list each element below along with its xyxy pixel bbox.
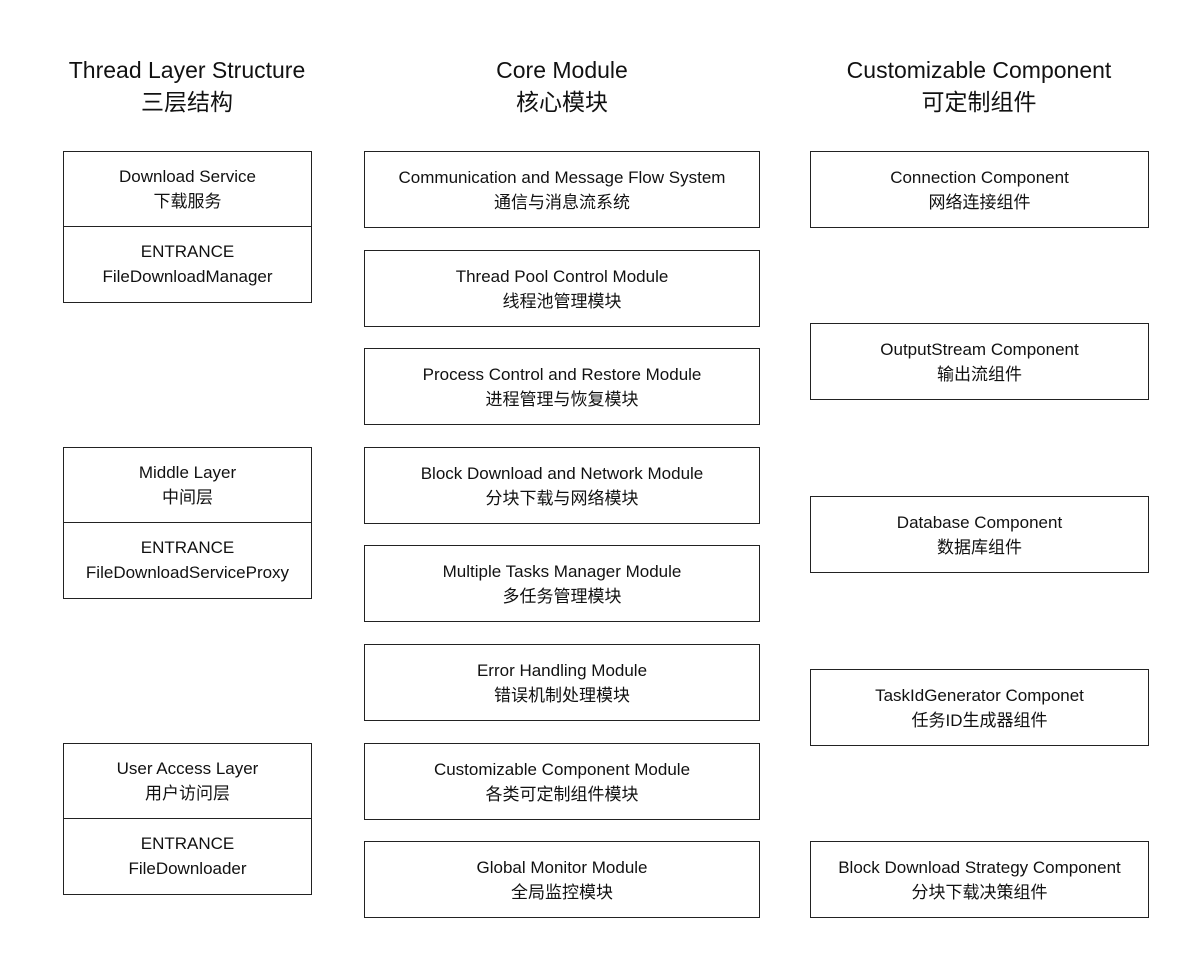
module-name-zh: 线程池管理模块: [502, 291, 622, 311]
core-module-title-en: Core Module: [496, 57, 628, 83]
entrance-cell: ENTRANCE FileDownloader: [64, 818, 311, 893]
module-name-en: Thread Pool Control Module: [455, 266, 669, 286]
component-box: TaskIdGenerator Componet 任务ID生成器组件: [810, 669, 1149, 746]
layer-name-cell: Download Service 下载服务: [64, 152, 311, 226]
layer-name-zh: 下载服务: [153, 192, 222, 211]
core-module-box: Global Monitor Module 全局监控模块: [364, 841, 760, 918]
module-cell: Block Download and Network Module 分块下载与网…: [365, 448, 759, 523]
thread-layer-header: Thread Layer Structure 三层结构: [42, 54, 332, 118]
module-name-zh: 全局监控模块: [511, 882, 613, 902]
core-module-box: Block Download and Network Module 分块下载与网…: [364, 447, 760, 524]
module-name-zh: 多任务管理模块: [502, 586, 622, 606]
module-name-en: Process Control and Restore Module: [422, 364, 702, 384]
core-module-box: Multiple Tasks Manager Module 多任务管理模块: [364, 545, 760, 622]
component-name-en: Database Component: [896, 512, 1063, 532]
layer-name-zh: 用户访问层: [145, 784, 230, 803]
module-cell: Multiple Tasks Manager Module 多任务管理模块: [365, 546, 759, 621]
module-name-zh: 错误机制处理模块: [494, 685, 630, 705]
entrance-cell: ENTRANCE FileDownloadServiceProxy: [64, 522, 311, 597]
core-module-box: Error Handling Module 错误机制处理模块: [364, 644, 760, 721]
entrance-label: ENTRANCE: [140, 538, 235, 557]
module-name-en: Error Handling Module: [476, 660, 648, 680]
component-cell: OutputStream Component 输出流组件: [811, 324, 1148, 399]
module-name-zh: 进程管理与恢复模块: [485, 389, 639, 409]
module-cell: Communication and Message Flow System 通信…: [365, 152, 759, 227]
layer-name-cell: Middle Layer 中间层: [64, 448, 311, 522]
core-module-title-zh: 核心模块: [516, 89, 608, 115]
component-name-en: TaskIdGenerator Componet: [875, 685, 1084, 705]
layer-name-en: Download Service: [118, 167, 256, 186]
middle-layer-box: Middle Layer 中间层 ENTRANCE FileDownloadSe…: [63, 447, 312, 599]
layer-name-cell: User Access Layer 用户访问层: [64, 744, 311, 818]
customizable-title-en: Customizable Component: [846, 57, 1112, 83]
core-module-header: Core Module 核心模块: [412, 54, 712, 118]
module-cell: Process Control and Restore Module 进程管理与…: [365, 349, 759, 424]
component-box: Database Component 数据库组件: [810, 496, 1149, 573]
module-name-zh: 各类可定制组件模块: [485, 784, 639, 804]
component-cell: TaskIdGenerator Componet 任务ID生成器组件: [811, 670, 1148, 745]
entrance-class: FileDownloader: [128, 859, 247, 878]
thread-layer-title-en: Thread Layer Structure: [68, 57, 306, 83]
entrance-class: FileDownloadManager: [102, 267, 273, 286]
download-service-box: Download Service 下载服务 ENTRANCE FileDownl…: [63, 151, 312, 303]
component-name-zh: 任务ID生成器组件: [911, 710, 1048, 730]
entrance-cell: ENTRANCE FileDownloadManager: [64, 226, 311, 301]
component-box: Connection Component 网络连接组件: [810, 151, 1149, 228]
core-module-box: Process Control and Restore Module 进程管理与…: [364, 348, 760, 425]
component-name-en: Block Download Strategy Component: [838, 857, 1121, 877]
layer-name-zh: 中间层: [162, 488, 213, 507]
component-name-en: Connection Component: [890, 167, 1069, 187]
component-name-zh: 网络连接组件: [928, 192, 1031, 212]
customizable-header: Customizable Component 可定制组件: [810, 54, 1148, 118]
core-module-box: Customizable Component Module 各类可定制组件模块: [364, 743, 760, 820]
core-module-box: Communication and Message Flow System 通信…: [364, 151, 760, 228]
entrance-label: ENTRANCE: [140, 242, 235, 261]
module-name-en: Multiple Tasks Manager Module: [442, 561, 682, 581]
component-box: OutputStream Component 输出流组件: [810, 323, 1149, 400]
component-name-zh: 分块下载决策组件: [911, 882, 1048, 902]
layer-name-en: User Access Layer: [116, 759, 259, 778]
customizable-title-zh: 可定制组件: [921, 89, 1037, 115]
entrance-label: ENTRANCE: [140, 834, 235, 853]
module-cell: Thread Pool Control Module 线程池管理模块: [365, 251, 759, 326]
layer-name-en: Middle Layer: [138, 463, 237, 482]
module-cell: Customizable Component Module 各类可定制组件模块: [365, 744, 759, 819]
component-name-zh: 数据库组件: [937, 537, 1022, 557]
component-name-en: OutputStream Component: [880, 339, 1079, 359]
component-box: Block Download Strategy Component 分块下载决策…: [810, 841, 1149, 918]
module-name-en: Block Download and Network Module: [420, 463, 704, 483]
module-name-en: Communication and Message Flow System: [398, 167, 726, 187]
component-cell: Block Download Strategy Component 分块下载决策…: [811, 842, 1148, 917]
module-name-zh: 分块下载与网络模块: [485, 488, 639, 508]
component-cell: Database Component 数据库组件: [811, 497, 1148, 572]
module-name-zh: 通信与消息流系统: [494, 192, 630, 212]
component-name-zh: 输出流组件: [937, 364, 1022, 384]
module-name-en: Global Monitor Module: [476, 857, 648, 877]
thread-layer-title-zh: 三层结构: [141, 89, 233, 115]
module-cell: Global Monitor Module 全局监控模块: [365, 842, 759, 917]
component-cell: Connection Component 网络连接组件: [811, 152, 1148, 227]
entrance-class: FileDownloadServiceProxy: [85, 563, 290, 582]
core-module-box: Thread Pool Control Module 线程池管理模块: [364, 250, 760, 327]
module-cell: Error Handling Module 错误机制处理模块: [365, 645, 759, 720]
module-name-en: Customizable Component Module: [433, 759, 691, 779]
user-access-layer-box: User Access Layer 用户访问层 ENTRANCE FileDow…: [63, 743, 312, 895]
